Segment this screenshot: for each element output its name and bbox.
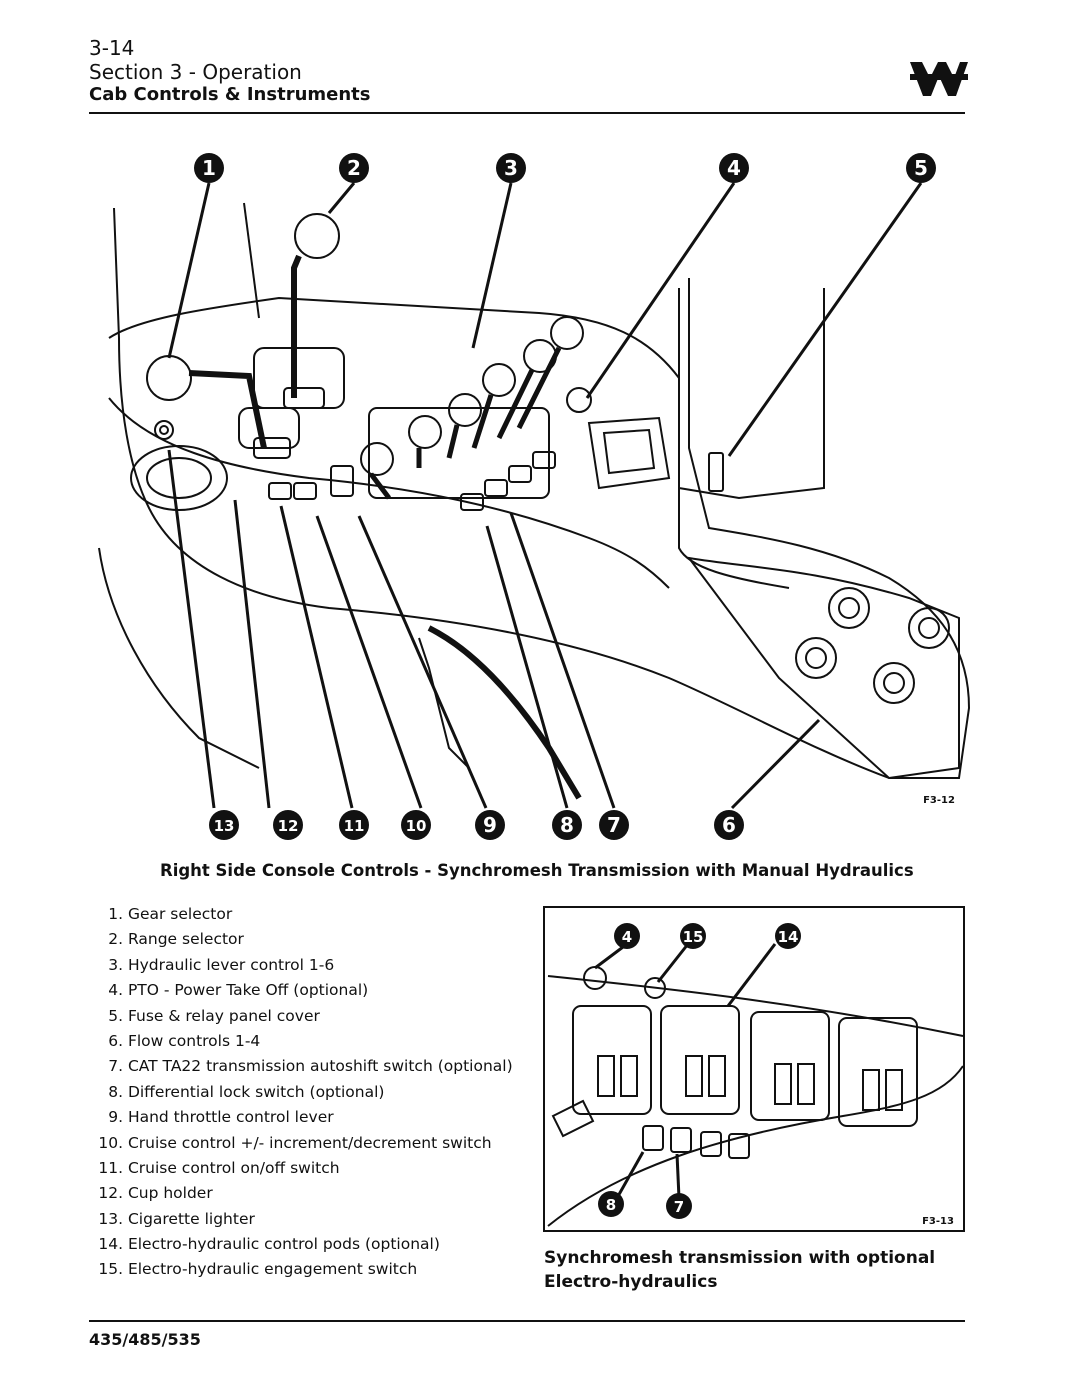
- callout-5: 5: [914, 156, 928, 180]
- callout-markers: [194, 153, 936, 840]
- legend-item: 4. PTO - Power Take Off (optional): [108, 981, 369, 1000]
- legend-item: 7. CAT TA22 transmission autoshift switc…: [108, 1057, 513, 1076]
- header-rule: [89, 112, 965, 114]
- figure-tag: F3-12: [923, 795, 955, 806]
- inset-callout-15: 15: [683, 928, 704, 946]
- legend-item: 12. Cup holder: [98, 1184, 213, 1203]
- model-numbers: 435/485/535: [89, 1330, 201, 1349]
- legend-item: 13. Cigarette lighter: [98, 1209, 255, 1228]
- footer-rule: [89, 1320, 965, 1322]
- callout-2: 2: [347, 156, 361, 180]
- inset-illustration: 4 15 14 8 7 F3-13: [543, 906, 965, 1232]
- inset-callout-14: 14: [778, 928, 799, 946]
- legend-item: 11. Cruise control on/off switch: [98, 1158, 340, 1177]
- legend-item: 1. Gear selector: [108, 905, 233, 923]
- inset-callout-8: 8: [606, 1196, 616, 1214]
- callout-7: 7: [607, 813, 621, 837]
- inset-figure-tag: F3-13: [922, 1216, 954, 1227]
- legend-item: 5. Fuse & relay panel cover: [108, 1006, 320, 1025]
- section-title: Section 3 - Operation: [89, 60, 302, 84]
- inset-callout-4: 4: [622, 928, 632, 946]
- legend-item: 2. Range selector: [108, 930, 244, 949]
- callout-4: 4: [727, 156, 741, 180]
- legend-item: 14. Electro-hydraulic control pods (opti…: [98, 1235, 440, 1254]
- callout-3: 3: [504, 156, 518, 180]
- legend-item: 3. Hydraulic lever control 1-6: [108, 955, 335, 974]
- callout-6: 6: [722, 813, 736, 837]
- console-illustration: 1 2 3 4 5 6 7 8 9 10 11 12 13 F3-12: [98, 153, 971, 840]
- page-title: Cab Controls & Instruments: [89, 84, 371, 105]
- inset-caption: Synchromesh transmission with optional E…: [544, 1248, 936, 1292]
- legend-item: 6. Flow controls 1-4: [108, 1031, 261, 1050]
- legend-item: 8. Differential lock switch (optional): [108, 1082, 385, 1101]
- legend-item: 10. Cruise control +/- increment/decreme…: [98, 1133, 492, 1152]
- legend-list: 1. Gear selector 2. Range selector 3. Hy…: [89, 902, 513, 1283]
- inset-callout-7: 7: [674, 1198, 684, 1216]
- callout-8: 8: [560, 813, 574, 837]
- callout-13: 13: [214, 817, 235, 835]
- legend-item: 15. Electro-hydraulic engagement switch: [98, 1260, 418, 1279]
- brand-logo-icon: [910, 62, 968, 96]
- callout-10: 10: [406, 817, 427, 835]
- callout-9: 9: [483, 813, 497, 837]
- callout-1: 1: [202, 156, 216, 180]
- legend-item: 9. Hand throttle control lever: [108, 1108, 334, 1127]
- callout-12: 12: [278, 817, 299, 835]
- figure-caption: Right Side Console Controls - Synchromes…: [160, 861, 914, 880]
- page-number: 3-14: [89, 36, 135, 60]
- callout-11: 11: [344, 817, 365, 835]
